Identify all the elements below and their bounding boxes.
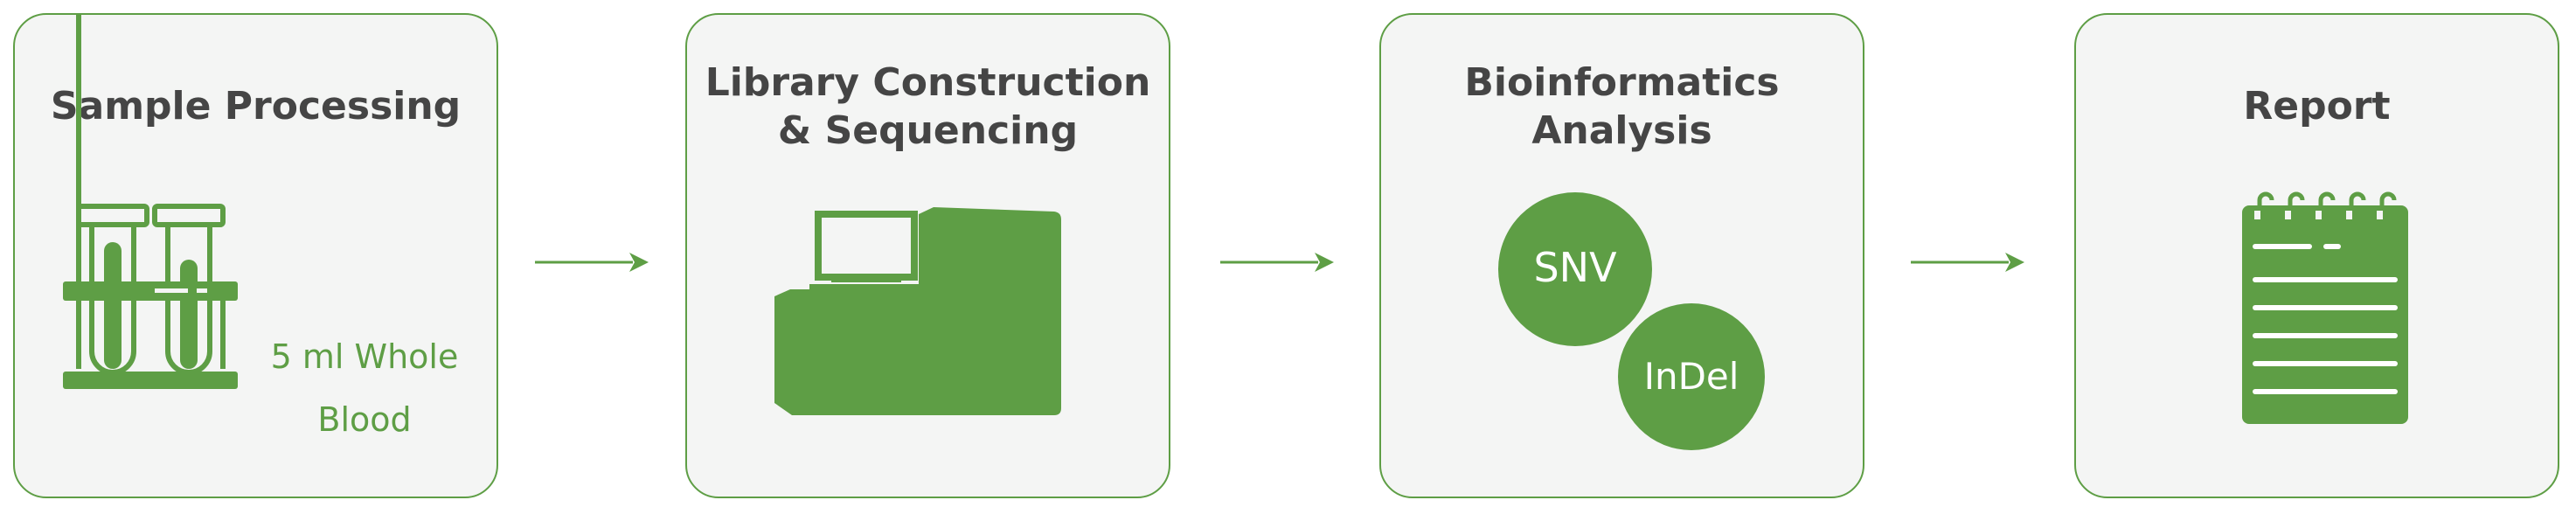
sequencer-icon: [774, 207, 1061, 415]
arrow-right-icon: [1220, 253, 1334, 272]
step-title-report: Report: [2243, 84, 2391, 128]
step-card-report: Report: [2074, 13, 2559, 498]
arrow-right-icon: [535, 253, 649, 272]
arrow-right-icon: [1911, 253, 2024, 272]
sample-volume-label: 5 ml Whole Blood: [270, 337, 459, 439]
step-title-bioinformatics: Bioinformatics Analysis: [1464, 60, 1780, 153]
step-title-sample-processing: Sample Processing: [50, 84, 462, 128]
variant-label-indel: InDel: [1644, 355, 1739, 398]
variant-circles-icon: SNV InDel: [1498, 192, 1765, 450]
test-tubes-icon: [63, 15, 238, 389]
snv-circle: [1498, 192, 1652, 346]
indel-circle: [1618, 303, 1765, 450]
variant-label-snv: SNV: [1533, 244, 1617, 291]
step-title-library-sequencing: Library Construction & Sequencing: [705, 60, 1151, 153]
step-card-bioinformatics: Bioinformatics Analysis SNV InDel: [1379, 13, 1864, 498]
step-card-sample-processing: Sample Processing 5 ml Whole Blood: [13, 13, 498, 498]
report-notepad-icon: [2242, 191, 2408, 424]
step-card-library-sequencing: Library Construction & Sequencing: [685, 13, 1170, 498]
